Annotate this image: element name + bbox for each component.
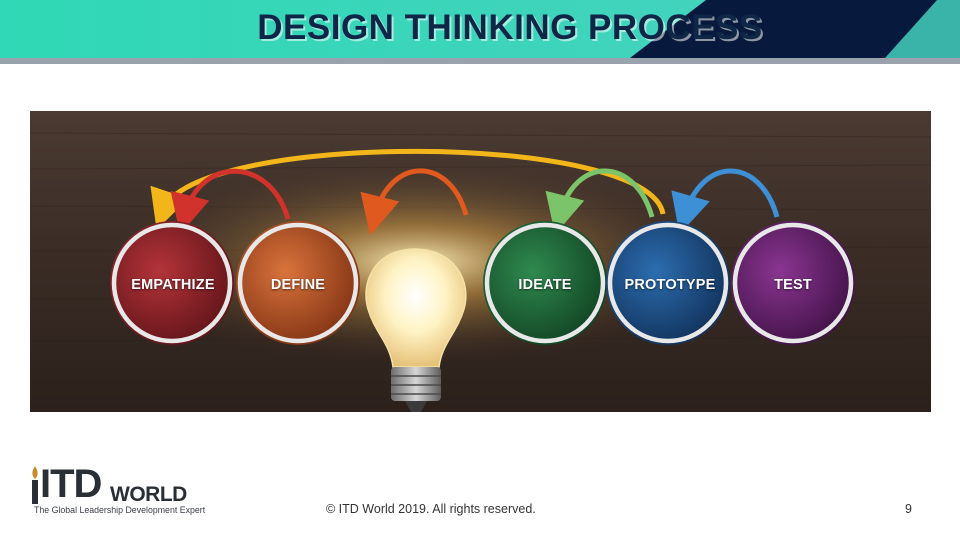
red-arrow [170,168,291,235]
stage-empathize-label: EMPATHIZE [131,277,215,293]
logo-itd-text: ITD [40,462,102,506]
define-ball [236,221,360,345]
stage-ideate-label: IDEATE [518,277,572,293]
copyright-footer: © ITD World 2019. All rights reserved. [326,502,536,516]
stage-prototype-label: PROTOTYPE [624,277,716,293]
stage-define-label: DEFINE [270,277,326,293]
green-arrow [545,168,655,235]
stage-test-label: TEST [774,277,812,293]
header-banner [0,0,960,64]
lightbulb-icon [365,248,467,412]
logo-world-text: WORLD [110,483,187,506]
prototype-ball [606,221,730,345]
design-thinking-image [30,111,931,412]
blue-arrow [671,168,780,235]
orange-arrow [360,168,469,236]
slide-header: DESIGN THINKING PROCESS DESIGN THINKING … [0,0,960,64]
logo-tagline: The Global Leadership Development Expert [34,505,206,515]
page-number: 9 [905,502,912,516]
page-title-shadow: DESIGN THINKING PROCESS [259,10,765,49]
ideate-ball [483,221,607,345]
itd-world-logo: ITD WORLD The Global Leadership Developm… [28,462,205,518]
empathize-ball [110,221,234,345]
torch-icon [32,466,38,504]
hero-illustration [30,111,931,412]
test-ball [731,221,855,345]
page-title: DESIGN THINKING PROCESS [257,8,763,47]
